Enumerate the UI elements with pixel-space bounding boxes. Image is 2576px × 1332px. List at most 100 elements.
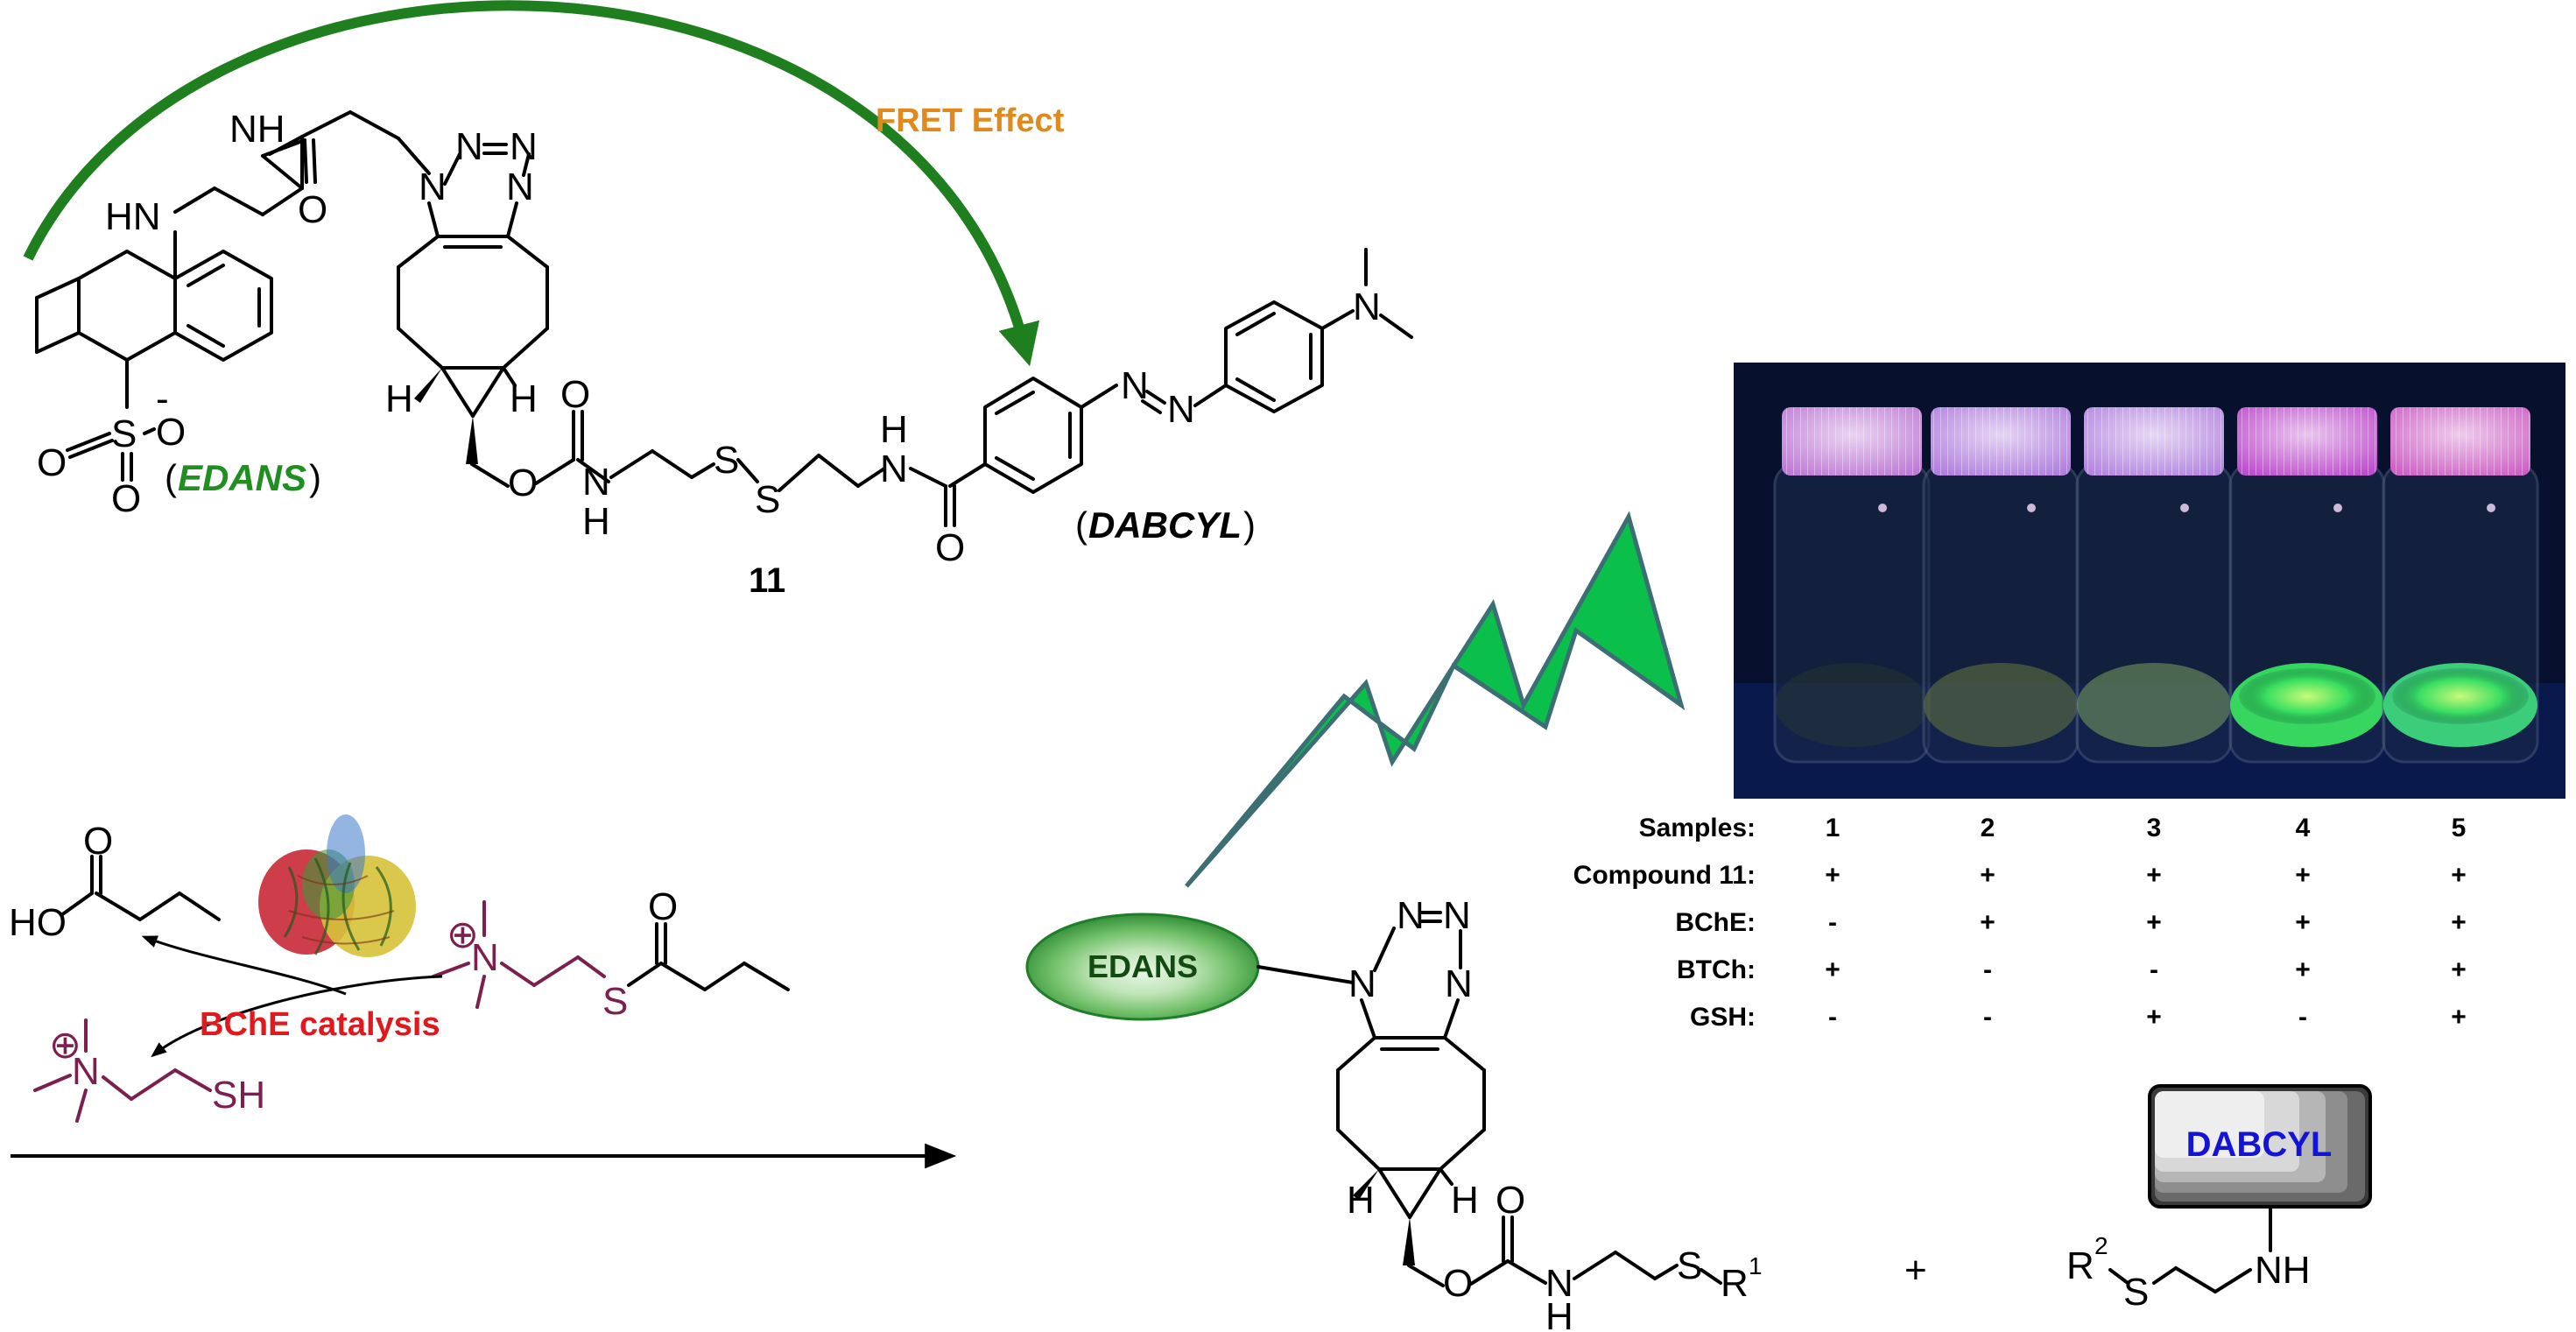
s-atom-substrate: S — [602, 980, 628, 1023]
edans-paren-close: ) — [309, 457, 321, 498]
r1-atom: R — [1721, 1262, 1749, 1305]
table-cell: + — [1980, 908, 1995, 937]
n2-atom-triazole: N — [455, 125, 483, 168]
h-atom-amide2: H — [880, 408, 908, 451]
sample-id: 5 — [2452, 814, 2467, 842]
vial — [2382, 407, 2539, 764]
compound-11-structure: HN NH O S O O O - ( EDANS ) N N N N — [35, 108, 1413, 600]
table-cell: + — [2451, 1003, 2467, 1032]
table-cell: + — [1825, 861, 1841, 890]
table-cell: + — [2146, 861, 2162, 890]
n2-atom-product: N — [1397, 894, 1425, 937]
n-atom-product-carbamate: N — [1545, 1262, 1573, 1305]
ho-atom: HO — [9, 901, 67, 944]
nh-atom-dabcyl: NH — [2255, 1249, 2311, 1292]
table-cell: + — [2295, 908, 2311, 937]
r1-superscript: 1 — [1749, 1252, 1763, 1279]
vial — [2228, 407, 2386, 764]
hn-atom: HN — [105, 195, 161, 238]
s-atom-sulfonate: S — [111, 412, 137, 455]
table-cell: - — [2298, 1003, 2307, 1032]
sh-atom-thiocholine: SH — [212, 1074, 265, 1117]
edans-label: EDANS — [178, 457, 306, 498]
table-row-header: BTCh: — [1677, 955, 1756, 984]
table-cell: + — [2146, 908, 2162, 937]
edans-ellipse-label: EDANS — [1087, 948, 1198, 984]
table-cell: + — [2295, 955, 2311, 984]
h-atom-carbamate: H — [582, 500, 610, 543]
n-atom-triazole-right: N — [506, 166, 534, 208]
h-atom-product-carbamate: H — [1545, 1295, 1573, 1332]
h-atom-product-left: H — [1347, 1179, 1375, 1222]
table-cell: - — [1828, 1003, 1837, 1032]
catalysis-arrows — [141, 935, 443, 1058]
o-atom-benzamide: O — [935, 526, 965, 569]
o-atom-amide: O — [298, 188, 327, 231]
table-cell: + — [2146, 1003, 2162, 1032]
thiocholine-structure: ⊕ N SH — [33, 1018, 265, 1123]
table-row-header: BChE: — [1675, 908, 1756, 937]
table-cell: + — [2451, 861, 2467, 890]
table-row-header: Compound 11: — [1573, 861, 1756, 890]
table-cell: + — [2295, 861, 2311, 890]
plus-charge-substrate: ⊕ — [447, 913, 479, 956]
table-cell: + — [2451, 955, 2467, 984]
s-atom-1: S — [714, 439, 739, 482]
s-atom-2: S — [755, 478, 780, 521]
sample-id: 4 — [2296, 814, 2311, 842]
fret-effect-arrow — [23, 0, 1040, 367]
h-atom-left: H — [385, 377, 413, 420]
dabcyl-box: DABCYL — [2148, 1084, 2372, 1209]
edans-ellipse: EDANS — [1025, 913, 1260, 1021]
product-triazole-structure: N N N N H H O O N H — [1256, 894, 1763, 1332]
table-cell: - — [1983, 955, 1992, 984]
h-atom-product-right: H — [1451, 1179, 1479, 1222]
o-atom-acid: O — [83, 820, 113, 863]
vial — [1922, 407, 2080, 764]
plus-sign: + — [1904, 1249, 1927, 1292]
table-row-header: Samples: — [1639, 814, 1756, 842]
o-atom-product-carbonyl: O — [1496, 1179, 1525, 1222]
edans-paren-open: ( — [165, 457, 177, 498]
o-atom-carbamate: O — [508, 462, 538, 504]
n-atom-dimethyl: N — [1353, 285, 1381, 328]
n1-atom-triazole: N — [419, 166, 447, 208]
lightning-bolt-icon — [1185, 511, 1686, 888]
n-atom-carbamate: N — [582, 461, 610, 504]
vial — [1773, 407, 1931, 764]
o-atom-product-carbamate: O — [1443, 1262, 1473, 1305]
butyric-acid-structure: HO O — [9, 820, 221, 944]
minus-charge: - — [156, 377, 169, 420]
bche-catalysis-label: BChE catalysis — [200, 1006, 440, 1043]
dabcyl-paren-open: ( — [1075, 504, 1087, 546]
table-cell: - — [1828, 908, 1837, 937]
r2-atom: R — [2066, 1244, 2094, 1287]
o-atom-thioester: O — [648, 885, 678, 928]
butyrylthiocholine-structure: ⊕ N S O — [432, 885, 790, 1023]
sample-id: 3 — [2147, 814, 2162, 842]
o-minus-atom: O — [156, 411, 186, 454]
n4-atom-product: N — [1445, 962, 1473, 1005]
table-cell: - — [2150, 955, 2158, 984]
nh-atom-amide: NH — [229, 108, 285, 151]
sample-id: 1 — [1826, 814, 1841, 842]
n1-atom-product: N — [1348, 962, 1376, 1005]
s-atom-product: S — [1677, 1244, 1702, 1287]
n-atom-substrate: N — [471, 936, 499, 979]
vial — [2075, 407, 2233, 764]
table-cell: + — [1980, 861, 1995, 890]
vial-photo — [1734, 363, 2565, 799]
dabcyl-label: DABCYL — [1088, 504, 1242, 546]
table-cell: - — [1983, 1003, 1992, 1032]
dabcyl-paren-close: ) — [1243, 504, 1256, 546]
o-atom-sulfonate-bottom: O — [111, 477, 141, 520]
o-atom-sulfonate-left: O — [37, 441, 67, 484]
o-atom-carbonyl: O — [560, 373, 590, 416]
plus-charge-thiocholine: ⊕ — [49, 1024, 81, 1067]
n3-atom-product: N — [1443, 894, 1471, 937]
s-atom-dabcyl: S — [2123, 1271, 2149, 1314]
n-atom-azo2: N — [1167, 388, 1195, 431]
compound-number-label: 11 — [749, 561, 785, 600]
sample-id: 2 — [1981, 814, 1995, 842]
